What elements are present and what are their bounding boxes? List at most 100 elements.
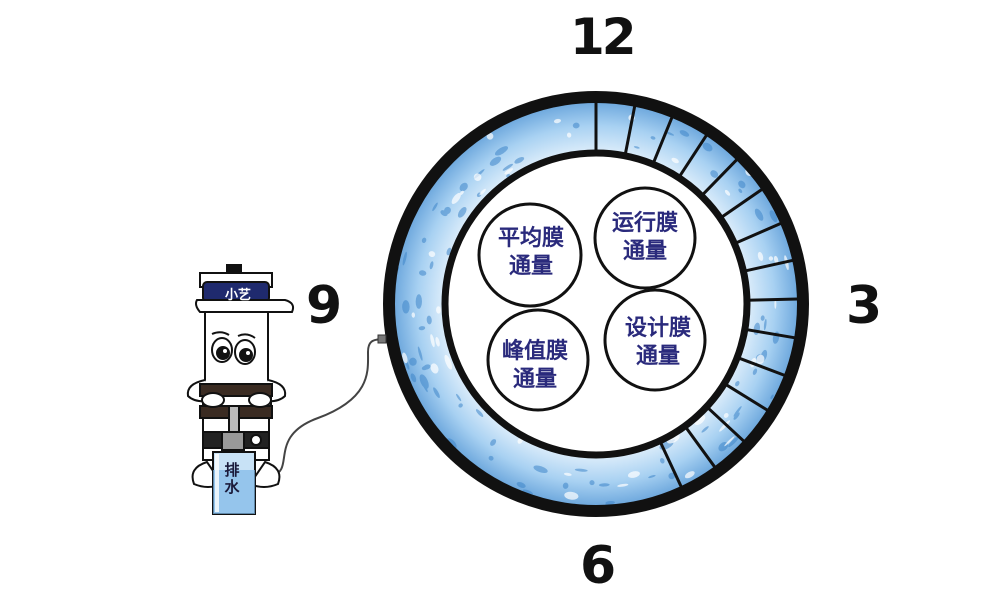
water-splash bbox=[694, 414, 706, 426]
clock-segment-line bbox=[743, 257, 799, 273]
water-splash bbox=[522, 489, 533, 496]
water-splash bbox=[562, 482, 569, 489]
water-splash bbox=[430, 363, 439, 374]
water-splash bbox=[486, 132, 494, 140]
clock-segment-line bbox=[733, 219, 787, 245]
water-splash bbox=[738, 188, 743, 193]
water-splash bbox=[627, 471, 640, 478]
water-splash bbox=[458, 403, 463, 408]
water-splash bbox=[760, 315, 765, 321]
water-splash bbox=[459, 190, 464, 195]
water-splash bbox=[473, 173, 482, 181]
outer-ring bbox=[383, 91, 809, 517]
water-splash bbox=[533, 465, 548, 474]
drain-hose bbox=[272, 338, 387, 476]
clock-segment-line bbox=[651, 111, 676, 165]
water-splash bbox=[617, 483, 629, 487]
water-splash bbox=[432, 202, 438, 212]
average-flux-label: 平均膜通量 bbox=[476, 225, 586, 281]
water-splash bbox=[660, 458, 665, 464]
hose-connector bbox=[377, 334, 387, 344]
water-splash bbox=[415, 294, 422, 309]
running-flux-label: 运行膜通量 bbox=[590, 210, 700, 266]
water-splash bbox=[773, 255, 779, 264]
mascot-hat-text: 小艺 bbox=[224, 288, 251, 303]
water-splash bbox=[756, 354, 765, 365]
water-splash bbox=[701, 426, 709, 433]
water-splash bbox=[768, 256, 774, 261]
water-splash bbox=[421, 365, 429, 371]
water-splash bbox=[671, 157, 679, 164]
clock-segment-line bbox=[723, 382, 773, 415]
clock-segment-line bbox=[736, 356, 791, 379]
water-splash bbox=[598, 483, 610, 487]
clock-segment-line bbox=[744, 327, 801, 341]
water-splash bbox=[494, 146, 509, 156]
water-splash bbox=[566, 132, 572, 138]
water-splash bbox=[763, 318, 767, 331]
water-splash bbox=[435, 336, 440, 347]
clock-segment-line bbox=[623, 100, 638, 157]
water-splash bbox=[738, 180, 746, 189]
water-splash bbox=[409, 357, 417, 366]
water-splash bbox=[475, 409, 484, 417]
water-splash bbox=[553, 118, 562, 124]
water-splash bbox=[574, 468, 588, 472]
clock-segment-line bbox=[658, 440, 685, 493]
water-splash bbox=[769, 210, 778, 223]
water-splash bbox=[668, 472, 676, 480]
water-splash bbox=[410, 373, 417, 383]
peak-flux-text: 峰值膜通量 bbox=[501, 339, 568, 392]
clock-number-9: 9 bbox=[306, 276, 343, 336]
water-splash bbox=[563, 472, 572, 476]
water-splash bbox=[516, 482, 526, 488]
water-splash bbox=[428, 251, 436, 257]
clock-segment-line bbox=[746, 297, 803, 302]
water-splash bbox=[724, 189, 731, 196]
water-splash bbox=[719, 420, 731, 432]
water-splash bbox=[752, 368, 758, 375]
peak-flux-label: 峰值膜通量 bbox=[480, 338, 590, 394]
water-splash bbox=[429, 261, 434, 270]
water-splash bbox=[679, 130, 690, 137]
clock-segment-line bbox=[677, 129, 711, 179]
average-flux-circle bbox=[477, 202, 583, 308]
mascot bbox=[186, 264, 295, 515]
water-splash bbox=[684, 471, 695, 479]
water-splash bbox=[430, 334, 435, 348]
peak-flux-circle bbox=[486, 308, 590, 412]
water-splash bbox=[418, 326, 426, 331]
clock-segment-line bbox=[683, 425, 720, 473]
water-splash bbox=[710, 170, 719, 178]
water-splash bbox=[489, 156, 502, 166]
water-splash bbox=[421, 237, 427, 244]
clock-segment-line bbox=[705, 405, 749, 446]
water-splash bbox=[426, 315, 432, 325]
water-splash bbox=[723, 413, 729, 418]
water-splash bbox=[411, 312, 416, 318]
water-splash bbox=[459, 182, 468, 192]
water-splash bbox=[402, 251, 407, 266]
average-flux-text: 平均膜通量 bbox=[497, 226, 564, 279]
water-splash bbox=[733, 412, 740, 420]
water-splash bbox=[702, 142, 713, 152]
clock-number-3: 3 bbox=[846, 276, 883, 336]
running-flux-circle bbox=[593, 186, 697, 290]
water-splash bbox=[757, 251, 764, 261]
mascot-glass-text: 排水 bbox=[224, 461, 240, 496]
water-splash bbox=[502, 163, 513, 171]
design-flux-label: 设计膜通量 bbox=[603, 315, 713, 371]
water-splash bbox=[724, 436, 735, 447]
water-splash bbox=[733, 406, 742, 417]
water-splash bbox=[421, 380, 428, 393]
running-flux-text: 运行膜通量 bbox=[611, 211, 678, 264]
water-splash bbox=[402, 352, 408, 364]
water-splash bbox=[589, 480, 595, 486]
water-splash bbox=[456, 393, 462, 402]
water-splash bbox=[564, 491, 579, 500]
water-splash bbox=[451, 192, 461, 204]
water-splash bbox=[444, 354, 453, 370]
water-splash bbox=[633, 146, 640, 149]
